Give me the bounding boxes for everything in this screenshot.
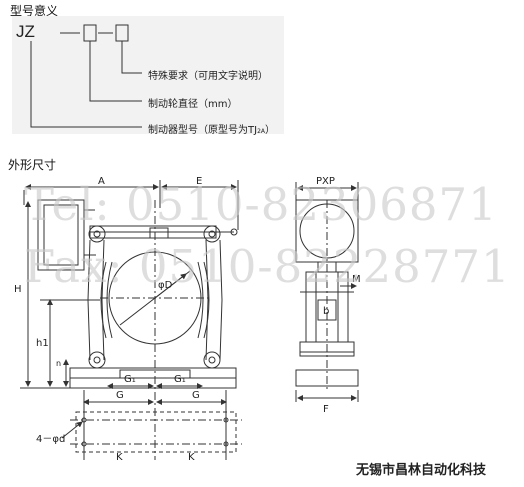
brake-shoe-left: [100, 261, 107, 339]
side-base: [295, 369, 359, 387]
label-f: F: [323, 404, 329, 415]
right-arm-inner: [205, 239, 209, 361]
label-g-left: G: [116, 390, 124, 401]
label-k-right: K: [188, 452, 195, 460]
hole-leader: [61, 421, 83, 439]
label-m: M: [352, 274, 361, 285]
pivot-left-bottom-inner: [93, 356, 101, 364]
watermark-tel: Tel: 0510-82306871: [24, 178, 498, 231]
label-a: A: [98, 176, 105, 187]
label-brake-model-subscript: 2A: [257, 128, 265, 135]
label-k-left: K: [116, 452, 123, 460]
label-diameter: φD: [158, 280, 173, 291]
bolt-hole-1: [81, 417, 87, 423]
left-arm-inner: [101, 239, 105, 361]
pivot-right-top-inner: [208, 230, 216, 238]
label-brake-model-text: 制动器型号（原型号为TJ: [148, 125, 258, 136]
watermark-fax: Fax: 0510-82228771: [24, 240, 511, 293]
label-holes: 4－φd: [36, 434, 65, 445]
pivot-left-bottom: [88, 351, 106, 369]
model-code-diagram: [30, 24, 142, 128]
company-name: 无锡市昌林自动化科技: [356, 463, 487, 478]
adjust-block: [149, 227, 169, 239]
base-plan-outline: [75, 411, 237, 453]
leader-special: [121, 41, 142, 74]
label-h: H: [14, 284, 22, 295]
pivot-right-top: [203, 225, 221, 243]
label-brake-model-close: ）: [264, 125, 275, 136]
pivot-right-bottom-inner: [208, 356, 216, 364]
brake-shoe-right-inner: [197, 261, 204, 339]
label-e: E: [196, 176, 202, 187]
label-g1-left: G₁: [124, 374, 136, 385]
label-n: n: [56, 359, 61, 368]
label-b: b: [323, 306, 329, 317]
bolt-hole-3: [81, 441, 87, 447]
pivot-left-top-inner: [93, 230, 101, 238]
label-brake-model: 制动器型号（原型号为TJ2A）: [148, 121, 275, 136]
code-box-1: [83, 24, 97, 42]
label-pxp: PXP: [316, 176, 335, 187]
thruster-body: [37, 199, 85, 271]
thruster-inner: [43, 204, 79, 266]
code-prefix: JZ: [16, 22, 35, 41]
model-code-panel: JZ 特殊要求（可用文字说明） 制动轮直径（mm） 制动器型号（原型号为TJ2A…: [12, 16, 284, 136]
leader-diameter: [89, 41, 142, 102]
outline-dimensions-heading: 外形尺寸: [8, 158, 57, 172]
label-special-requirement: 特殊要求（可用文字说明）: [148, 71, 268, 82]
bolt-hole-4: [223, 441, 229, 447]
code-box-2: [115, 24, 129, 42]
right-arm-outer: [219, 239, 223, 361]
label-g1-right: G₁: [174, 374, 186, 385]
label-h1: h1: [36, 338, 49, 349]
brake-shoe-left-inner: [106, 261, 113, 339]
pivot-left-top: [88, 225, 106, 243]
model-meaning-heading: 型号意义: [10, 4, 59, 18]
leader-model: [30, 41, 142, 128]
brake-shoe-right: [203, 261, 210, 339]
rod-end: [230, 228, 238, 236]
diameter-arrow: [154, 273, 187, 299]
bolt-hole-2: [223, 417, 229, 423]
outline-drawing: A E PXP H h1 n φD G₁ G₁ G G K K 4－φd M b…: [14, 176, 361, 460]
label-g-right: G: [192, 390, 200, 401]
label-wheel-diameter: 制动轮直径（mm）: [148, 99, 238, 110]
